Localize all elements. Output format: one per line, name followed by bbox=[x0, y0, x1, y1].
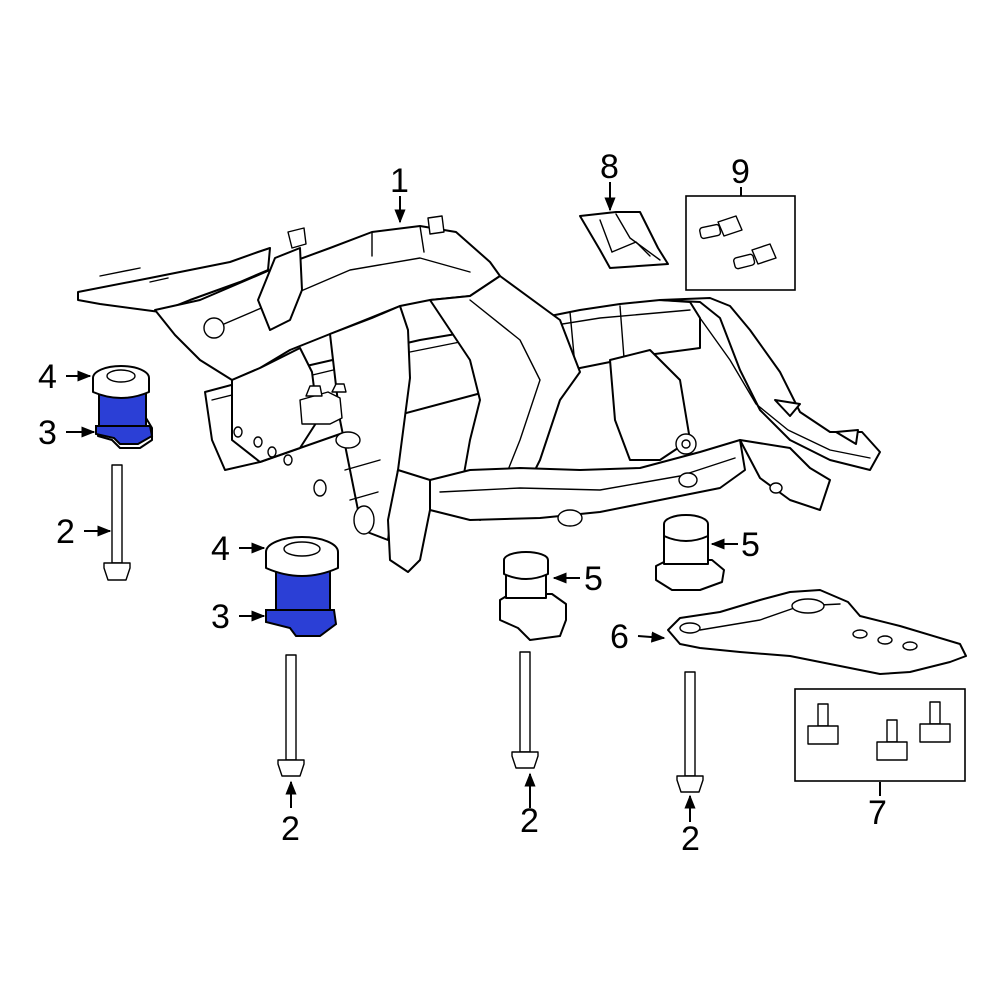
callout-4-center: 4 bbox=[211, 530, 230, 568]
callout-7: 7 bbox=[868, 794, 887, 832]
callout-2-center-left: 2 bbox=[281, 810, 300, 848]
callout-1: 1 bbox=[390, 162, 409, 200]
part-9-bolt-upper bbox=[699, 215, 743, 240]
part-7-bolt-2 bbox=[876, 719, 908, 761]
callout-5-right: 5 bbox=[741, 526, 760, 564]
callout-5-center: 5 bbox=[584, 560, 603, 598]
part-6-link bbox=[667, 589, 967, 675]
bolt-2-center-left bbox=[277, 654, 305, 777]
callout-3-left: 3 bbox=[38, 414, 57, 452]
bushing-5-right bbox=[655, 514, 725, 591]
part-9-box bbox=[685, 195, 796, 291]
bolt-2-center bbox=[511, 651, 539, 769]
bushing-5-center bbox=[499, 551, 567, 641]
callout-9: 9 bbox=[731, 153, 750, 191]
part-7-bolt-1 bbox=[807, 703, 839, 745]
part-7-box bbox=[794, 688, 966, 782]
callout-2-right: 2 bbox=[681, 820, 700, 858]
bolt-2-right bbox=[676, 671, 704, 793]
leader-arrows bbox=[66, 182, 881, 822]
bushing-center bbox=[265, 536, 339, 637]
part-8-bracket bbox=[579, 211, 669, 269]
part-9-bolt-lower bbox=[733, 243, 777, 270]
callout-4-left: 4 bbox=[38, 358, 57, 396]
callout-3-center: 3 bbox=[211, 598, 230, 636]
bushing-left-upper bbox=[92, 365, 154, 449]
bolt-2-left bbox=[103, 464, 131, 581]
callout-8: 8 bbox=[600, 148, 619, 186]
callout-2-left: 2 bbox=[56, 513, 75, 551]
callout-6: 6 bbox=[610, 618, 629, 656]
callout-labels: 1 8 9 4 3 2 4 3 2 2 2 5 5 6 7 bbox=[38, 148, 887, 858]
part-7-bolt-3 bbox=[919, 701, 951, 743]
subframe bbox=[77, 215, 881, 573]
callout-2-center: 2 bbox=[520, 802, 539, 840]
